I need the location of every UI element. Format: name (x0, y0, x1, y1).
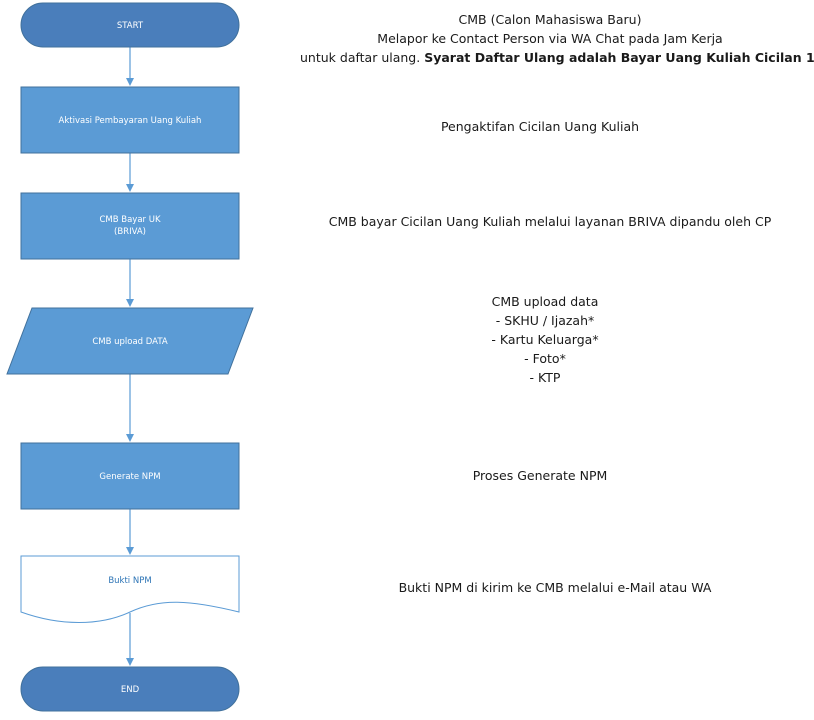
start-terminator: START (20, 2, 240, 48)
note-upload-item-kartu-keluarga: - Kartu Keluarga* (491, 332, 599, 347)
note-registration-line3-normal: untuk daftar ulang. (300, 50, 425, 65)
note-activation: Pengaktifan Cicilan Uang Kuliah (440, 119, 640, 134)
note-upload-item-skhu: - SKHU / Ijazah* (495, 313, 595, 328)
bukti-document: Bukti NPM (20, 555, 240, 623)
note-upload-item-foto: - Foto* (524, 351, 566, 366)
note-delivery: Bukti NPM di kirim ke CMB melalui e-Mail… (398, 580, 712, 595)
end-terminator: END (20, 666, 240, 712)
note-upload-item-ktp: - KTP (529, 370, 561, 385)
bayar-label-line2: (BRIVA) (114, 227, 146, 237)
note-generate: Proses Generate NPM (472, 468, 608, 483)
bayar-process: CMB Bayar UK (BRIVA) (20, 192, 240, 260)
note-registration-requirement: Syarat Daftar Ulang adalah Bayar Uang Ku… (424, 50, 814, 65)
aktivasi-process: Aktivasi Pembayaran Uang Kuliah (20, 86, 240, 154)
note-registration: CMB (Calon Mahasiswa Baru) Melapor ke Co… (300, 10, 814, 67)
upload-data-io: CMB upload DATA (6, 307, 254, 375)
note-registration-line2: Melapor ke Contact Person via WA Chat pa… (377, 31, 723, 46)
bayar-label-line1: CMB Bayar UK (99, 215, 160, 225)
generate-label: Generate NPM (99, 472, 160, 482)
note-registration-line1: CMB (Calon Mahasiswa Baru) (458, 12, 642, 27)
upload-label: CMB upload DATA (92, 337, 168, 347)
generate-process: Generate NPM (20, 442, 240, 510)
note-upload-title: CMB upload data (491, 294, 599, 309)
start-label: START (117, 21, 144, 31)
note-payment: CMB bayar Cicilan Uang Kuliah melalui la… (328, 214, 772, 229)
note-registration-line3: untuk daftar ulang. Syarat Daftar Ulang … (300, 48, 814, 67)
note-upload: CMB upload data - SKHU / Ijazah* - Kartu… (430, 292, 660, 387)
bukti-label: Bukti NPM (108, 576, 151, 586)
aktivasi-label: Aktivasi Pembayaran Uang Kuliah (59, 116, 202, 126)
end-label: END (121, 685, 140, 695)
